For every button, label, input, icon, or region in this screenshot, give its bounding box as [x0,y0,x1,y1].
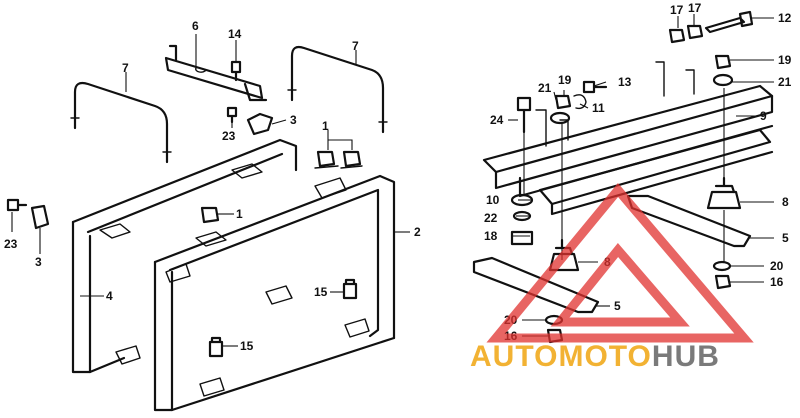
callout-23-left: 23 [4,237,18,251]
callout-1-mid: 1 [236,207,243,221]
callout-16-right: 16 [770,275,784,289]
callout-23-top: 23 [222,129,236,143]
callout-19-left: 19 [558,73,572,87]
callout-11: 11 [592,101,605,115]
logo-triangle-icon [486,182,754,343]
bolt-23-top [226,106,238,124]
callout-13: 13 [618,75,632,89]
bolt-24 [516,96,532,134]
callout-15-lower: 15 [240,339,254,353]
bolt-15-lower [208,336,224,358]
frame-4 [71,138,298,374]
callout-15-upper: 15 [314,285,328,299]
bolt-23-left [6,198,28,212]
logo-text-auto: AUTO [470,340,558,373]
callout-5-left: 5 [614,299,621,313]
nut-16-right [714,274,732,290]
plate-5-left [472,256,600,314]
svg-text:AUTOMOTOHUB: AUTOMOTOHUB [470,340,720,373]
nut-19-right [714,54,732,70]
callout-17-a: 17 [670,3,684,17]
callout-3-left: 3 [35,255,42,269]
handle-7-left [70,81,172,164]
callout-21-right: 21 [778,75,792,89]
clip-3-top [246,112,274,136]
watermark-logo: AUTOMOTOHUB [470,182,754,373]
bolt-13 [582,80,608,94]
nut-19-left [554,94,572,110]
bolt-14 [230,60,242,82]
callout-18: 18 [484,229,498,243]
bolt-15-upper [342,278,358,300]
nut-17-a [668,28,686,44]
nut-17-b [686,24,704,40]
bracket-6 [164,44,268,102]
bolt-12 [704,10,754,34]
nuts-1-top [314,150,363,169]
callout-9: 9 [760,109,767,123]
clip-11 [573,94,587,110]
callout-3-top: 3 [290,113,297,127]
callout-5-right: 5 [782,231,789,245]
callout-12: 12 [778,11,792,25]
spacer-18 [510,230,534,246]
callout-17-b: 17 [688,1,702,15]
callout-4: 4 [106,289,113,303]
callout-7-left: 7 [122,61,129,75]
clip-3-left [30,204,50,230]
leader-lines [11,14,774,347]
callout-22: 22 [484,211,498,225]
callout-8-right: 8 [782,195,789,209]
washer-20-right [712,260,732,272]
callout-2: 2 [414,225,421,239]
callout-21-left: 21 [538,81,552,95]
frame-2 [153,174,396,412]
callout-24: 24 [490,113,504,127]
washer-21-left [549,111,571,125]
callout-labels: 6 14 7 7 3 23 1 1 2 4 23 3 15 15 17 17 1… [4,1,792,353]
callout-7-right: 7 [352,39,359,53]
nut-1-mid [200,206,220,224]
logo-text-moto: MOTO [558,340,651,373]
callout-1-top: 1 [322,119,329,133]
logo-text-hub: HUB [652,340,720,373]
callout-20-right: 20 [770,259,784,273]
callout-14: 14 [228,27,242,41]
callout-6: 6 [192,19,199,33]
washer-21-right [712,73,734,87]
handle-7-right [287,45,388,134]
callout-19-right: 19 [778,53,792,67]
callout-10: 10 [486,193,500,207]
